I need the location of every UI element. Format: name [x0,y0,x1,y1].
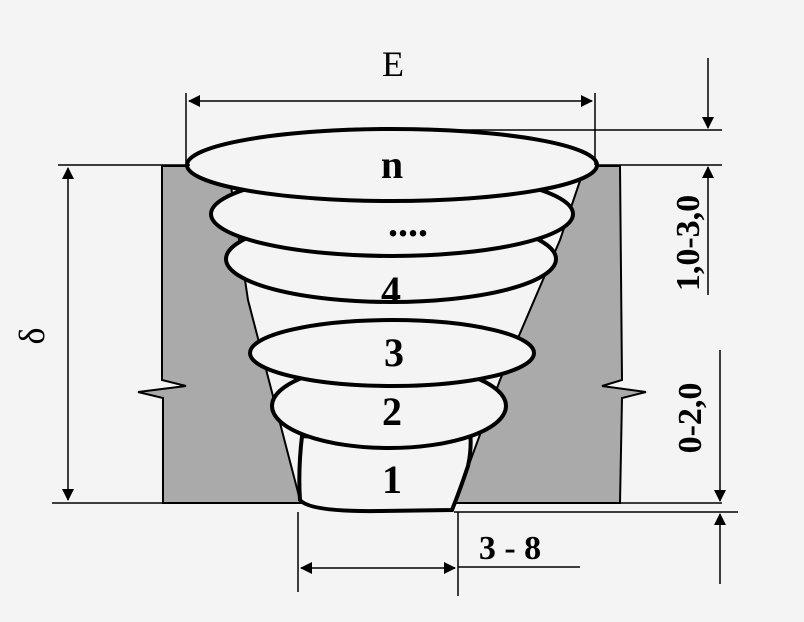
bead-dots-label: .... [388,200,428,245]
bead-2-label: 2 [382,389,402,434]
bead-4-label: 4 [381,268,401,313]
dim-gap-label: 3 - 8 [479,530,541,567]
dim-root-label: 0-2,0 [672,383,709,454]
bead-1-label: 1 [382,457,402,502]
bead-3-shape [248,318,536,388]
dim-E-label: E [382,44,404,84]
reference-lines [52,93,738,596]
bead-n-label: n [381,142,403,187]
weld-beads [185,127,599,514]
dim-reinforcement-label: 1,0-3,0 [670,195,707,291]
bead-3-label: 3 [384,330,404,375]
dimension-lines [62,58,726,584]
dim-thickness-label: δ [12,328,52,345]
